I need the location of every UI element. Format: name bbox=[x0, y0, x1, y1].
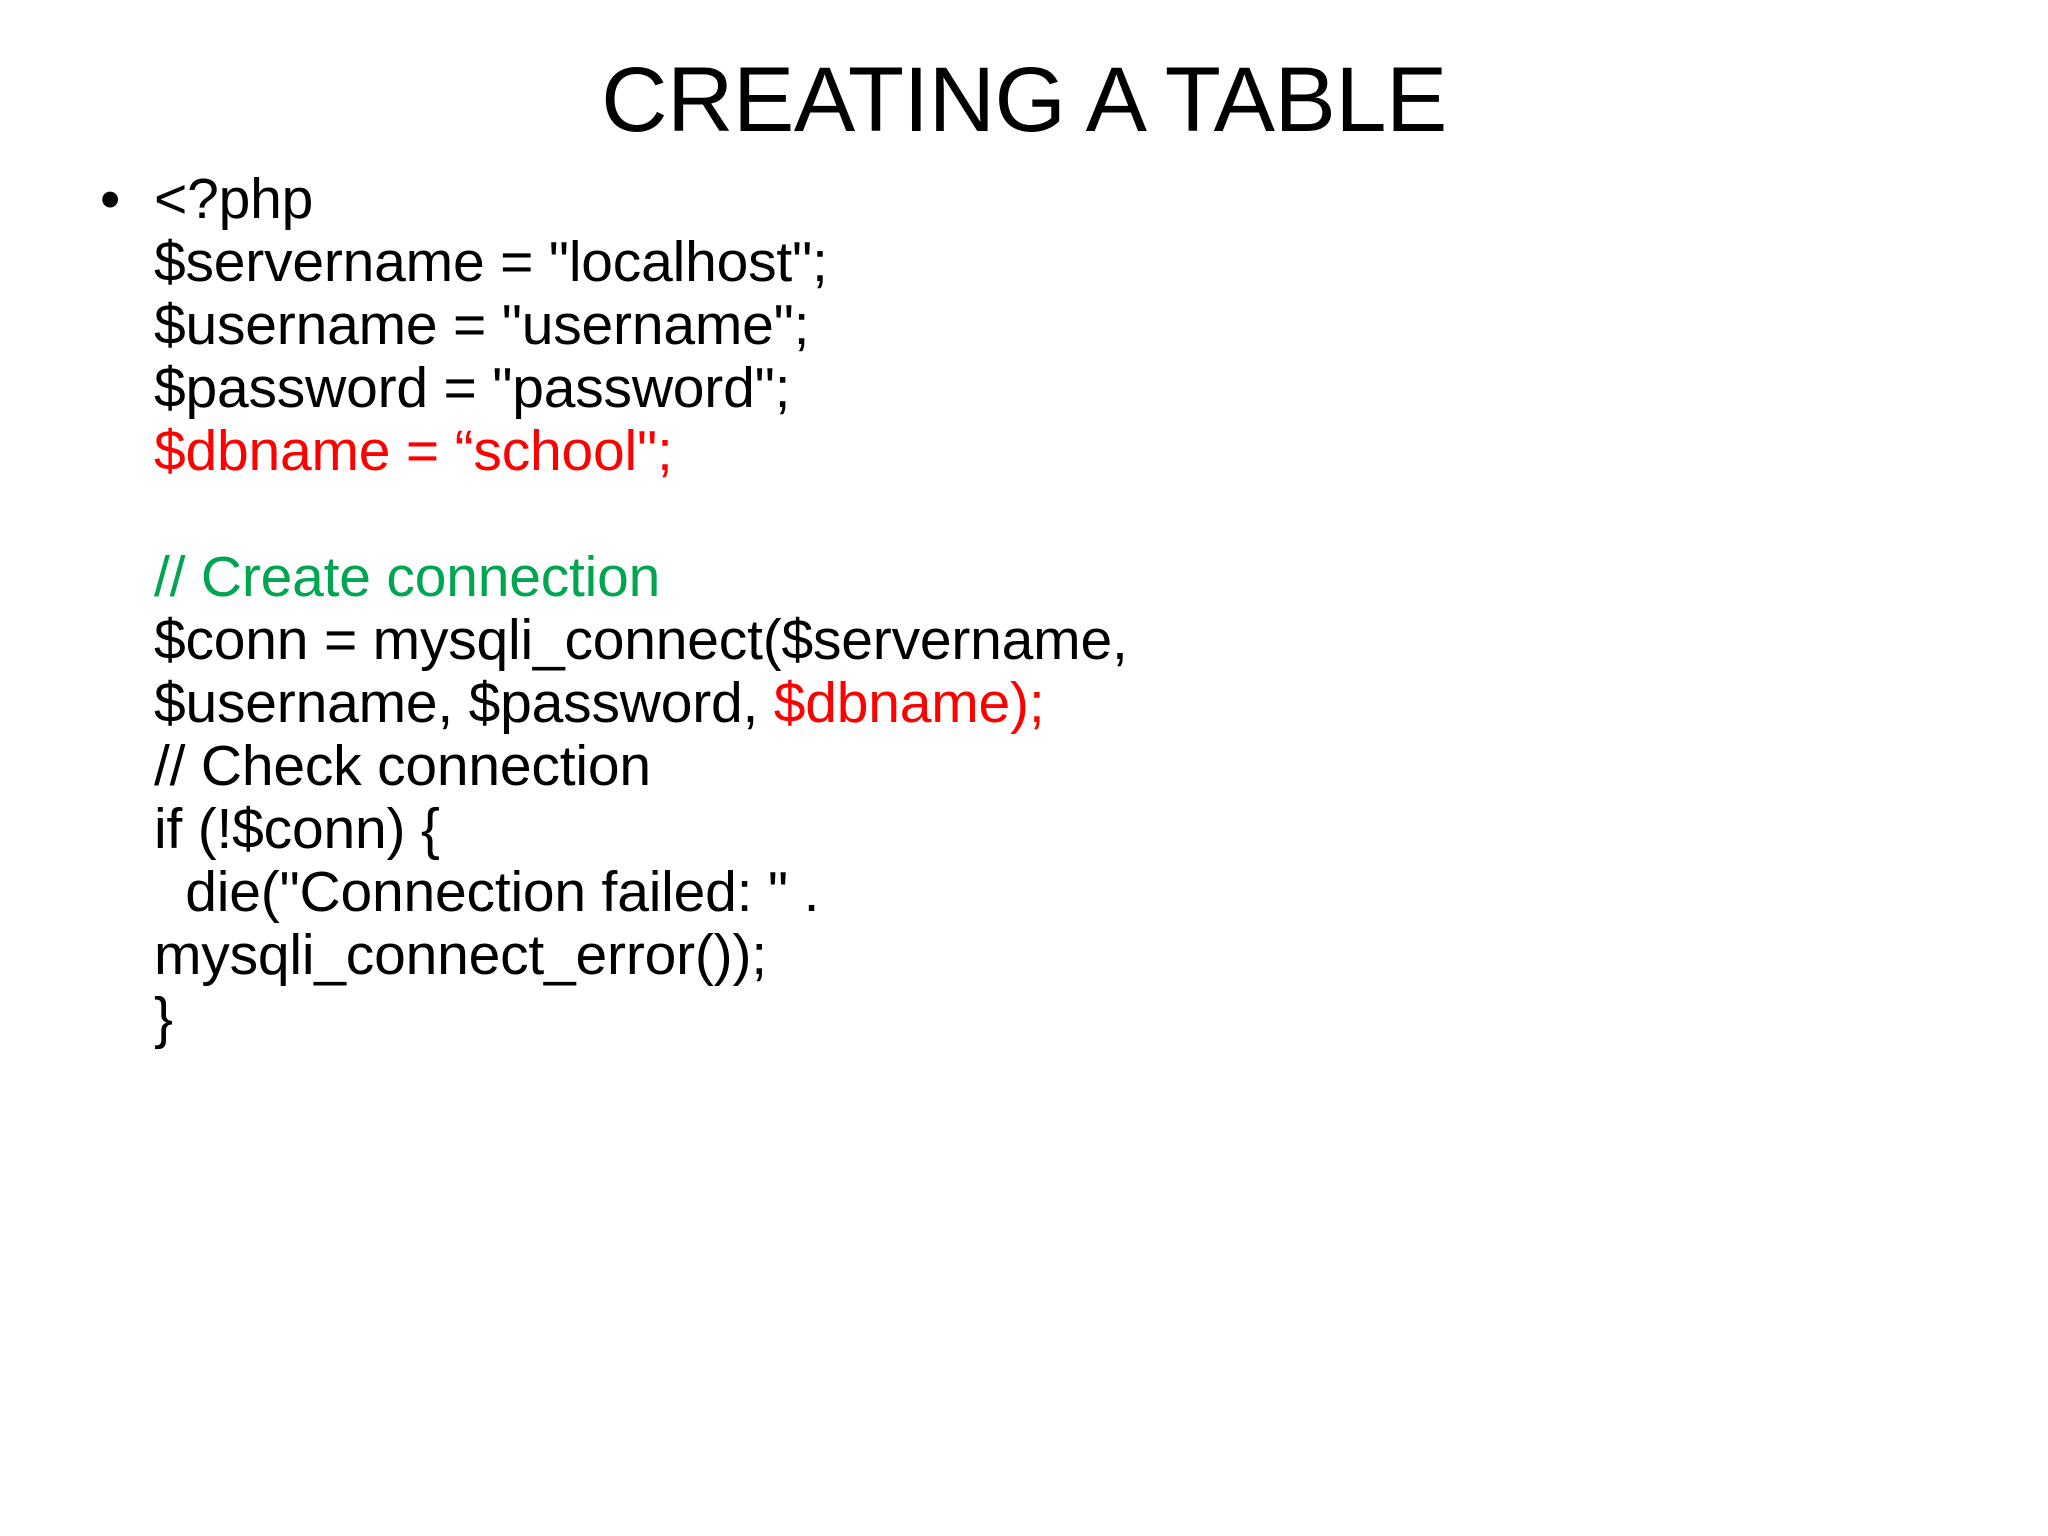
code-segment: $password = "password"; bbox=[154, 356, 791, 420]
code-line: $username, $password, $dbname); bbox=[154, 672, 1966, 735]
code-line: if (!$conn) { bbox=[154, 798, 1966, 861]
code-segment: $username = "username"; bbox=[154, 293, 810, 357]
code-segment: $dbname); bbox=[773, 671, 1045, 735]
code-segment: } bbox=[154, 986, 173, 1050]
code-line: $dbname = “school"; bbox=[154, 420, 1966, 483]
code-segment: die("Connection failed: " . bbox=[154, 860, 820, 924]
bullet-point-icon: • bbox=[100, 167, 121, 232]
code-line bbox=[154, 483, 1966, 546]
code-segment: <?php bbox=[154, 167, 314, 231]
code-line: $servername = "localhost"; bbox=[154, 231, 1966, 294]
code-line: // Check connection bbox=[154, 735, 1966, 798]
php-code-block: <?php$servername = "localhost";$username… bbox=[154, 168, 1966, 1050]
code-segment: if (!$conn) { bbox=[154, 797, 440, 861]
code-segment: // Check connection bbox=[154, 734, 651, 798]
code-segment: mysqli_connect_error()); bbox=[154, 923, 767, 987]
code-segment: $servername = "localhost"; bbox=[154, 230, 828, 294]
code-line: $username = "username"; bbox=[154, 294, 1966, 357]
code-line: <?php bbox=[154, 168, 1966, 231]
code-line: $password = "password"; bbox=[154, 357, 1966, 420]
code-segment: // Create connection bbox=[154, 545, 661, 609]
slide-body: • <?php$servername = "localhost";$userna… bbox=[96, 168, 1966, 1050]
code-segment: $dbname = “school"; bbox=[154, 419, 673, 483]
code-line: die("Connection failed: " . bbox=[154, 861, 1966, 924]
bullet-list-item: • <?php$servername = "localhost";$userna… bbox=[96, 168, 1966, 1050]
page-title: CREATING A TABLE bbox=[601, 49, 1447, 151]
code-segment: $conn = mysqli_connect($servername, bbox=[154, 608, 1128, 672]
code-line: } bbox=[154, 987, 1966, 1050]
code-segment: $username, $password, bbox=[154, 671, 774, 735]
code-line: mysqli_connect_error()); bbox=[154, 924, 1966, 987]
code-line: // Create connection bbox=[154, 546, 1966, 609]
code-line: $conn = mysqli_connect($servername, bbox=[154, 609, 1966, 672]
